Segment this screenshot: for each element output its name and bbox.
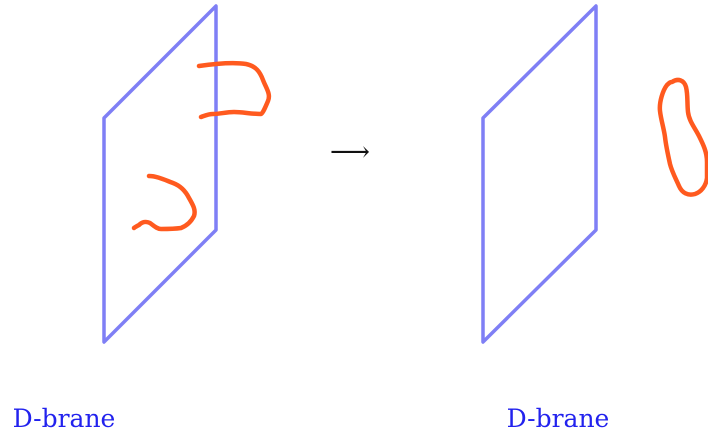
transition-arrow: ⟶: [330, 135, 370, 168]
left-open-string-lower: [131, 173, 197, 232]
left-open-string-upper: [196, 60, 272, 120]
left-panel: [102, 4, 272, 344]
right-closed-string: [657, 77, 708, 197]
right-brane-label: D-brane: [507, 404, 610, 433]
left-brane-label: D-brane: [13, 404, 116, 433]
left-d-brane: [102, 4, 218, 344]
right-d-brane: [481, 4, 598, 344]
right-panel: [481, 4, 708, 344]
